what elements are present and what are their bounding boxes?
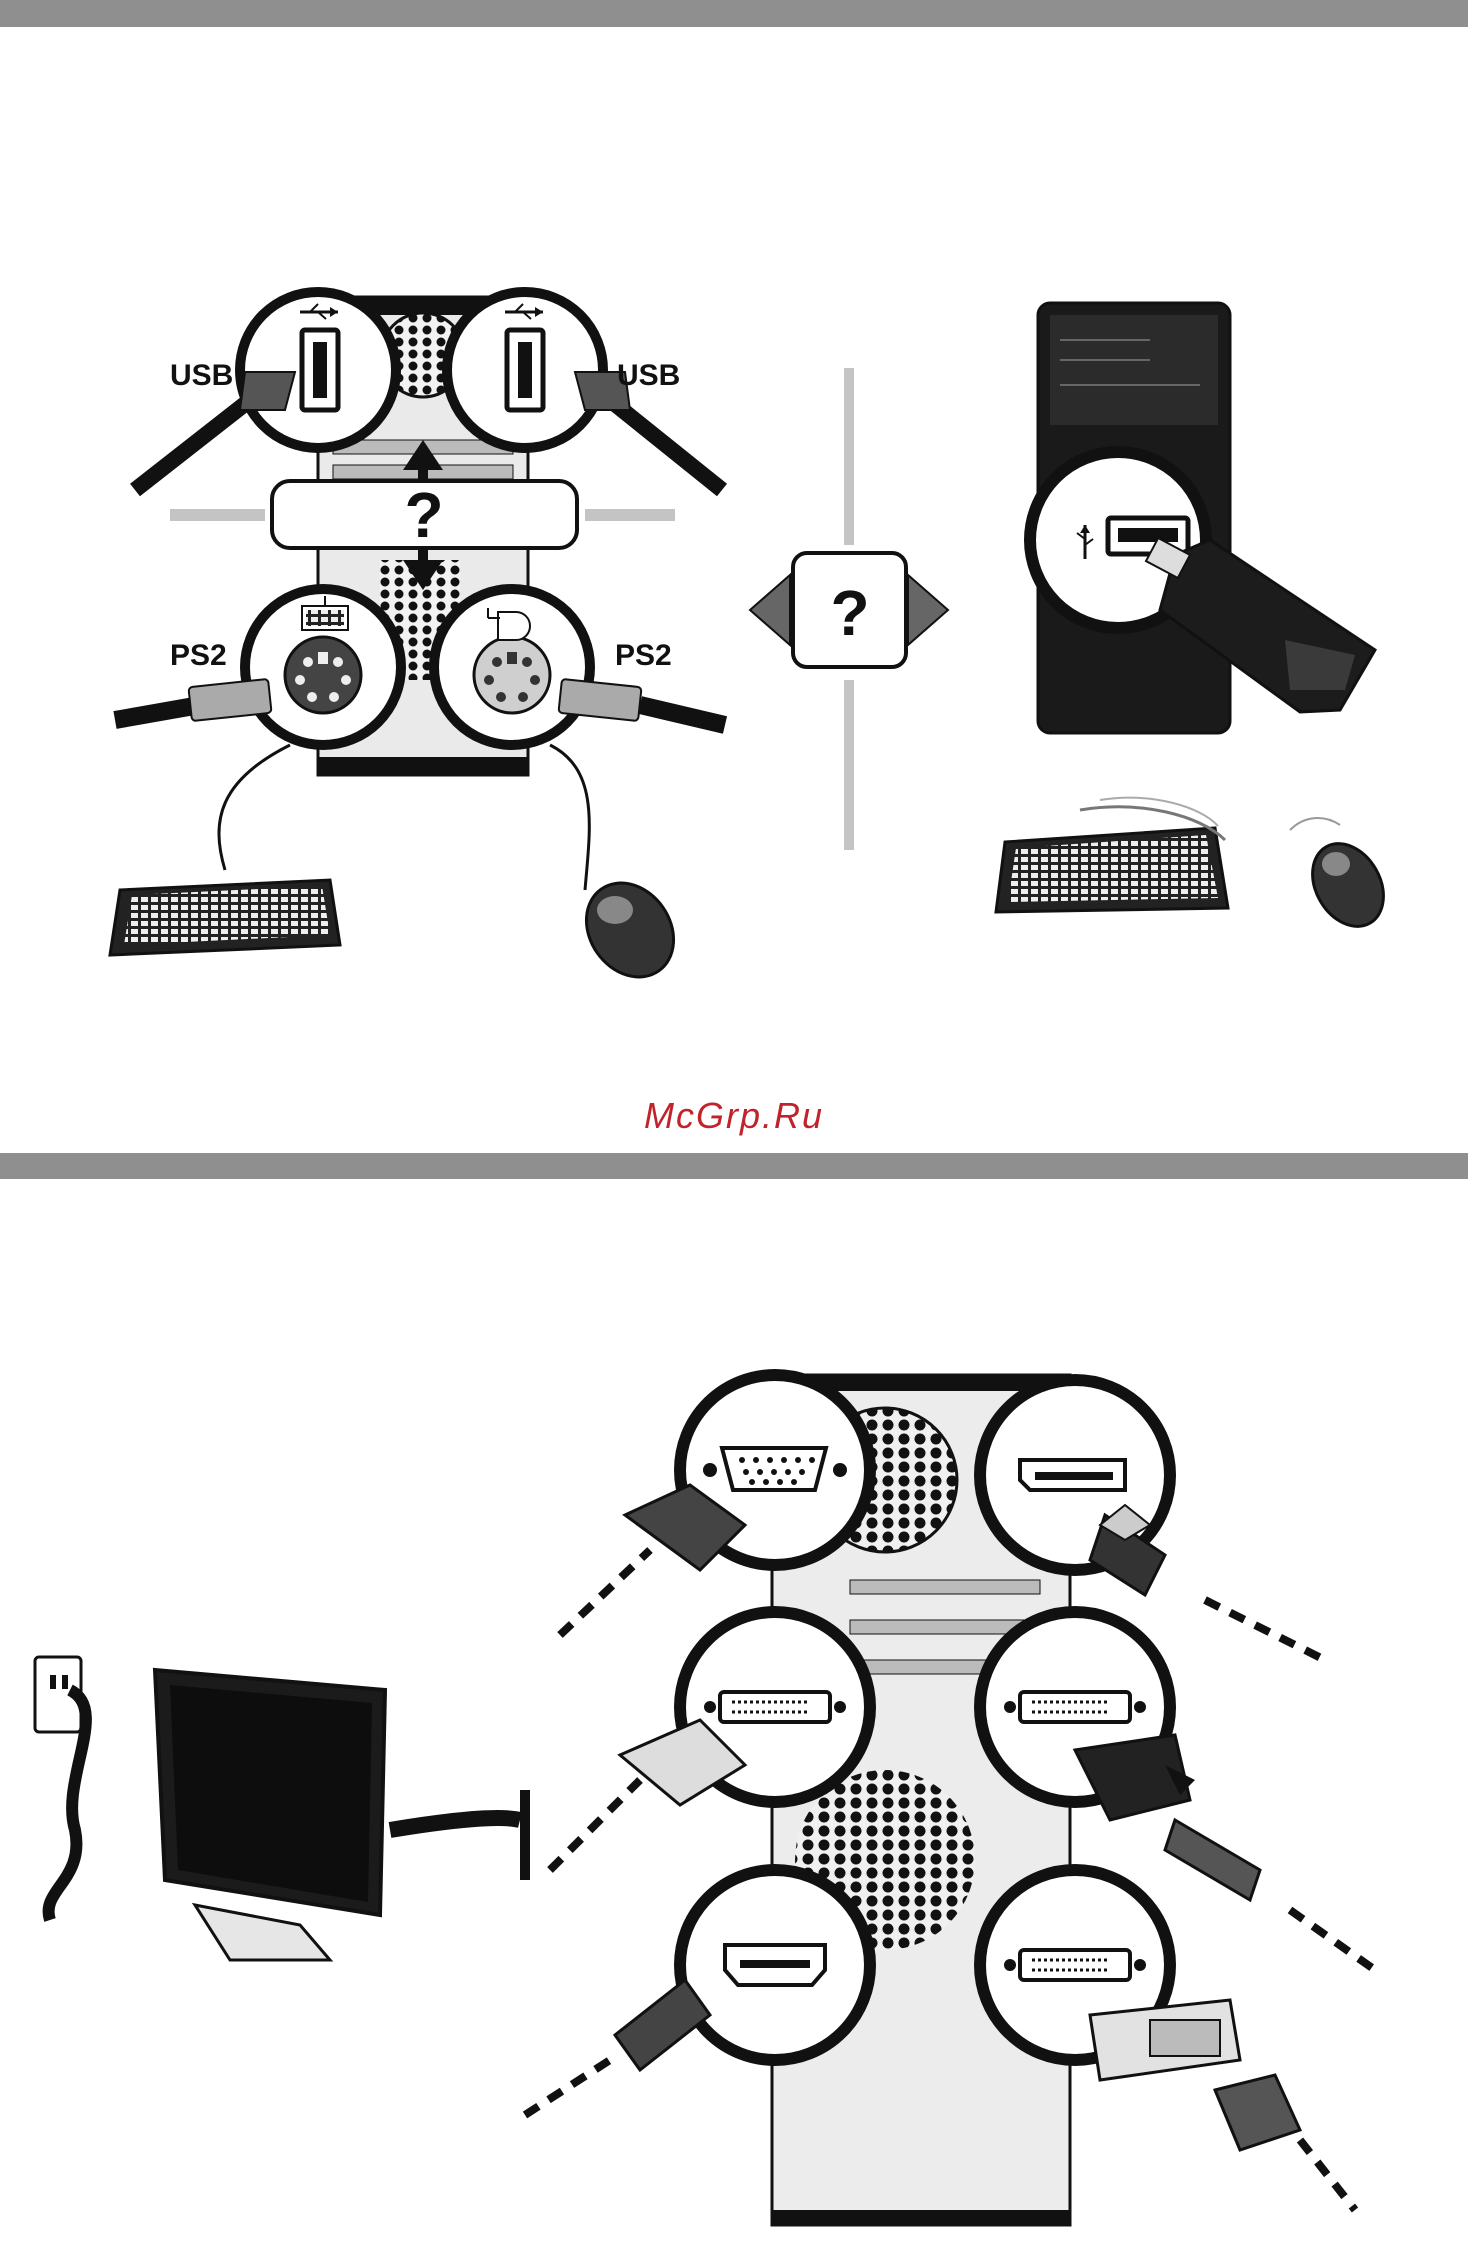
wired-keyboard — [110, 880, 340, 955]
ps2-cable-keyboard — [115, 679, 272, 721]
usb-label-left: USB — [170, 359, 233, 392]
vga-cable — [560, 1485, 745, 1635]
hdmi-cable-to-adapter — [1165, 1820, 1375, 1970]
middle-divider-band — [0, 1153, 1468, 1179]
watermark: McGrp.Ru — [0, 1095, 1468, 1137]
wireless-keyboard — [996, 798, 1228, 912]
divider-bar-left — [170, 509, 265, 521]
ps2-port-keyboard — [245, 589, 401, 745]
question-mark-center: ? — [830, 577, 869, 649]
wired-mouse — [569, 866, 692, 994]
dvi-cable-left — [550, 1720, 745, 1870]
question-mark-top: ? — [404, 479, 443, 551]
dvi-to-hdmi-adapter — [1075, 1735, 1195, 1820]
hdmi-port-callout — [680, 1870, 870, 2060]
display-connection-diagram — [0, 1180, 1468, 2240]
vga-cable-to-adapter — [1215, 2075, 1355, 2210]
ps2-label-right: PS2 — [615, 639, 672, 672]
question-box-top: ? — [272, 479, 577, 551]
dvi-to-vga-adapter — [1090, 2000, 1240, 2080]
divider-bar-right — [585, 509, 675, 521]
hdmi-cable — [525, 1980, 710, 2115]
monitor — [155, 1670, 385, 1960]
usb-port-left — [240, 292, 396, 448]
usb-label-right: USB — [617, 359, 680, 392]
usb-port-right — [447, 292, 603, 448]
question-box-center: ? — [750, 553, 948, 667]
mouse-cord — [550, 745, 589, 890]
keyboard-cord — [219, 745, 290, 870]
ps2-label-left: PS2 — [170, 639, 227, 672]
ps2-cable-mouse — [558, 679, 725, 725]
ps2-port-mouse — [434, 589, 590, 745]
wireless-mouse — [1290, 818, 1398, 939]
monitor-cable — [390, 1790, 530, 1880]
keyboard-mouse-connection-diagram: ? USB USB — [0, 0, 1468, 1150]
